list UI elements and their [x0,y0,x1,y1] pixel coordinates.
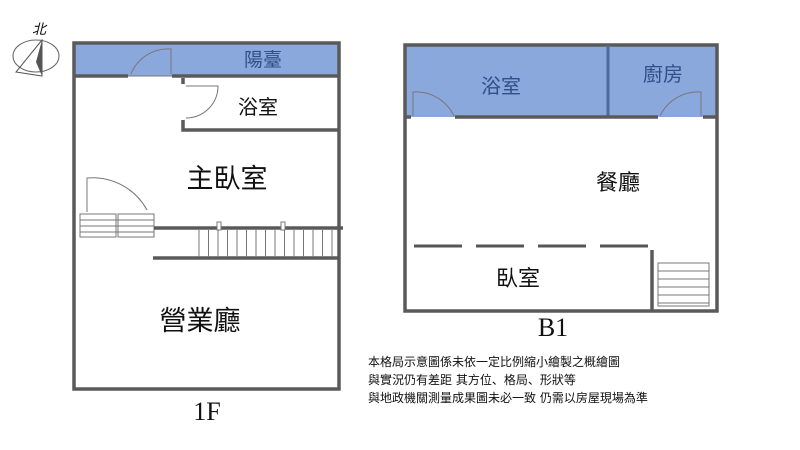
north-compass-icon: 北 [12,22,60,77]
floor-plan-1f: 浴室 陽臺 主臥室 營業廳 1F [72,41,343,426]
room-label-kitchen: 廚房 [643,62,683,86]
stairs-1f-small [79,213,155,238]
door-icon [130,48,172,75]
door-icon [659,91,702,117]
b1-wet-area [405,45,717,117]
room-label-master-bedroom: 主臥室 [187,164,268,195]
balcony-area [74,43,339,76]
disclaimer-line: 與實況仍有差距 其方位、格局、形狀等 [368,372,576,387]
stairs-b1 [657,262,710,307]
disclaimer-line: 與地政機關測量成果圖未必一致 仍需以房屋現場為準 [368,390,648,405]
room-label-bathroom-1f: 浴室 [238,95,278,119]
room-label-balcony: 陽臺 [244,49,282,71]
floor-plan-b1: 浴室 廚房 餐廳 臥室 B1 [403,43,719,342]
room-label-dining-room: 餐廳 [596,171,640,196]
room-label-bedroom: 臥室 [496,267,540,292]
floor-title-1f: 1F [193,397,220,426]
compass-north-label: 北 [32,22,48,38]
door-icon [185,85,219,119]
disclaimer-note: 本格局示意圖係未依一定比例縮小繪製之概繪圖 與實況仍有差距 其方位、格局、形狀等… [368,354,648,405]
door-icon [86,177,148,212]
door-icon [412,91,455,117]
room-label-business-hall: 營業廳 [160,306,241,337]
disclaimer-line: 本格局示意圖係未依一定比例縮小繪製之概繪圖 [368,354,620,369]
floor-title-b1: B1 [538,313,568,342]
stairs-1f-main [198,230,333,257]
room-label-bathroom-b1: 浴室 [481,74,521,98]
